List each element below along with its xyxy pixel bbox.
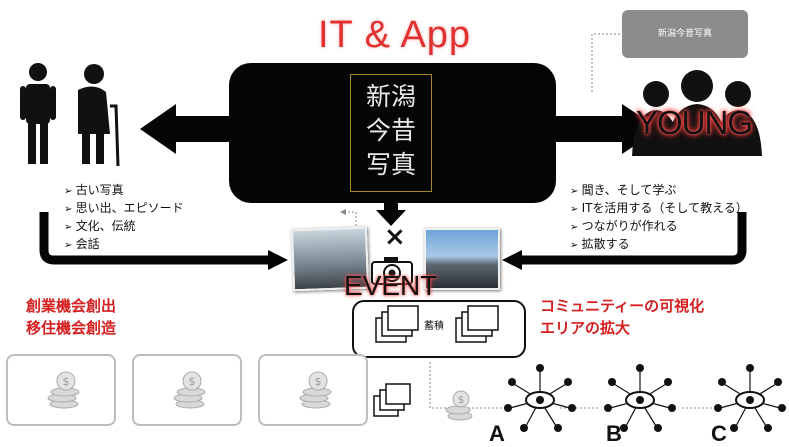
page-title: IT & App — [318, 14, 472, 56]
svg-text:$: $ — [315, 375, 322, 388]
elderly-contribution-list: 古い写真 思い出、エピソード 文化、伝統 会話 — [64, 182, 184, 254]
coin-stack-icon: $ — [445, 390, 473, 421]
list-item: 拡散する — [570, 236, 748, 254]
coin-card: $ — [6, 354, 116, 426]
coin-stack-icon: $ — [47, 371, 80, 409]
photo-stack-icon — [373, 383, 411, 417]
photo-stack-icons — [375, 305, 499, 343]
svg-text:$: $ — [63, 375, 70, 388]
list-item: 聞き、そして学ぶ — [570, 182, 748, 200]
red-line: 創業機会創出 — [26, 297, 117, 315]
cross-symbol: × — [384, 222, 406, 252]
camera-icon — [371, 257, 413, 285]
red-line: 移住機会創造 — [26, 319, 117, 337]
stage-label-a: A — [489, 421, 505, 446]
list-item: 古い写真 — [64, 182, 184, 200]
list-item: 文化、伝統 — [64, 218, 184, 236]
left-red-text: 創業機会創出 移住機会創造 — [26, 295, 116, 339]
network-eye-icon — [714, 364, 786, 432]
center-app-box — [229, 63, 556, 203]
elderly-people-icon — [20, 63, 120, 167]
new-photo — [424, 228, 500, 290]
list-item: つながりが作れる — [570, 218, 748, 236]
svg-text:$: $ — [189, 375, 196, 388]
coin-card: $ — [132, 354, 242, 426]
red-line: エリアの拡大 — [540, 319, 631, 337]
network-eye-icon — [604, 364, 676, 432]
accumulation-label: 蓄積 — [424, 321, 444, 332]
list-item: ITを活用する（そして教える） — [570, 200, 748, 218]
logo-line-1: 新潟 — [365, 82, 416, 111]
young-contribution-list: 聞き、そして学ぶ ITを活用する（そして教える） つながりが作れる 拡散する — [570, 182, 748, 254]
svg-text:$: $ — [458, 395, 464, 406]
site-label-box: 新潟今昔写真 — [622, 10, 748, 58]
list-item: 会話 — [64, 236, 184, 254]
logo-line-3: 写真 — [365, 150, 416, 179]
stage-label-b: B — [606, 421, 622, 446]
red-line: コミュニティーの可視化 — [540, 297, 705, 315]
niigata-logo: 新潟 今昔 写真 — [350, 74, 432, 192]
coin-stack-icon: $ — [173, 371, 206, 409]
list-item: 思い出、エピソード — [64, 200, 184, 218]
event-label: EVENT — [344, 270, 438, 301]
stage-label-c: C — [711, 421, 727, 446]
right-red-text: コミュニティーの可視化 エリアの拡大 — [540, 295, 704, 339]
young-label: YOUNG — [636, 104, 753, 141]
network-eye-icon — [504, 364, 576, 432]
logo-line-2: 今昔 — [365, 116, 416, 145]
coin-card: $ — [258, 354, 368, 426]
young-people-icon — [632, 70, 762, 156]
coin-stack-icon: $ — [299, 371, 332, 409]
